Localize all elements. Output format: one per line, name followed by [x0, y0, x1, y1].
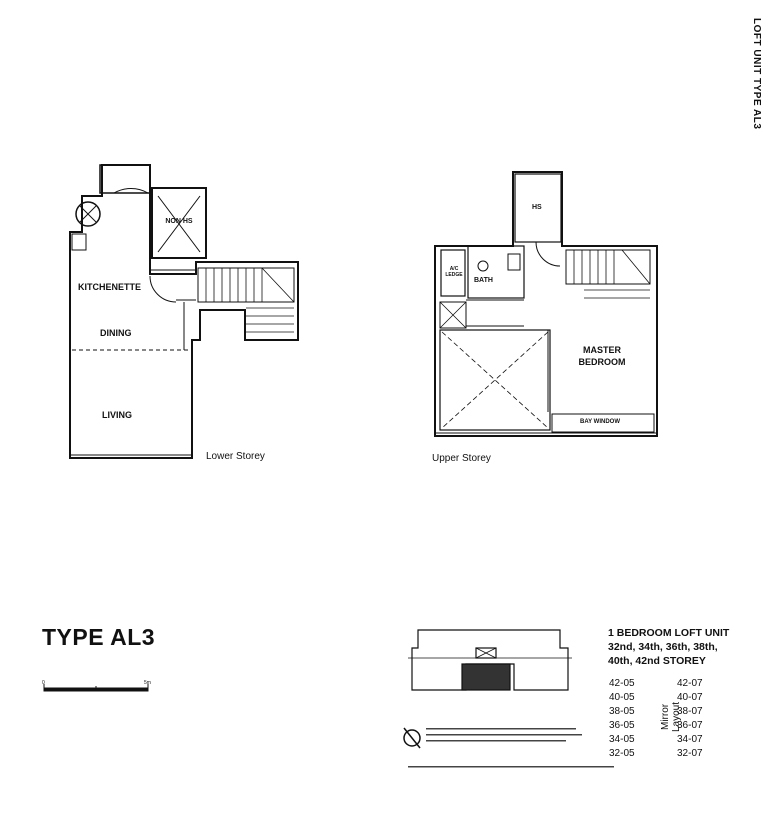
unit-info: 1 BEDROOM LOFT UNIT 32nd, 34th, 36th, 38… — [608, 626, 729, 668]
unit-number: 34-05 — [609, 734, 635, 745]
unit-number: 36-07 — [677, 720, 703, 731]
label-hs: HS — [532, 204, 542, 211]
label-non-hs: NON HS — [165, 218, 193, 225]
unit-number: 38-07 — [677, 706, 703, 717]
label-dining: DINING — [100, 328, 132, 338]
label-kitchenette: KITCHENETTE — [78, 282, 141, 292]
unit-number: 32-07 — [677, 748, 703, 759]
upper-storey-caption: Upper Storey — [432, 453, 491, 464]
lower-storey-plan — [69, 164, 299, 459]
key-plan — [408, 629, 572, 691]
unit-number: 42-05 — [609, 678, 635, 689]
unit-number: 40-05 — [609, 692, 635, 703]
scale-bar — [43, 684, 149, 692]
label-ac-ledge: A/C LEDGE — [445, 266, 463, 278]
unit-info-line1: 1 BEDROOM LOFT UNIT — [608, 627, 730, 639]
scale-start-label: 0 — [42, 680, 45, 686]
type-title: TYPE AL3 — [42, 624, 156, 650]
scale-end-label: 5m — [144, 680, 151, 686]
unit-number: 36-05 — [609, 720, 635, 731]
unit-number: 42-07 — [677, 678, 703, 689]
unit-list-right: 42-07 40-07 38-07 36-07 34-07 32-07 — [677, 677, 703, 761]
disclaimer-fine-print — [426, 728, 582, 742]
side-label: LOFT UNIT TYPE AL3 — [751, 18, 762, 130]
label-bay-window: BAY WINDOW — [580, 419, 621, 425]
unit-info-line2: 32nd, 34th, 36th, 38th, — [608, 641, 718, 653]
unit-number: 38-05 — [609, 706, 635, 717]
unit-list-left: 42-05 40-05 38-05 36-05 34-05 32-05 — [609, 677, 635, 761]
unit-number: 34-07 — [677, 734, 703, 745]
upper-storey-plan — [434, 171, 658, 437]
footer-fine-print — [408, 766, 614, 768]
unit-info-line3: 40th, 42nd STOREY — [608, 655, 706, 667]
unit-number: 40-07 — [677, 692, 703, 703]
label-living: LIVING — [102, 410, 133, 420]
label-bath: BATH — [474, 277, 493, 284]
unit-number: 32-05 — [609, 748, 635, 759]
lower-storey-caption: Lower Storey — [206, 451, 265, 462]
north-arrow-icon — [403, 727, 421, 749]
label-master-bedroom: MASTER BEDROOM — [578, 345, 626, 367]
